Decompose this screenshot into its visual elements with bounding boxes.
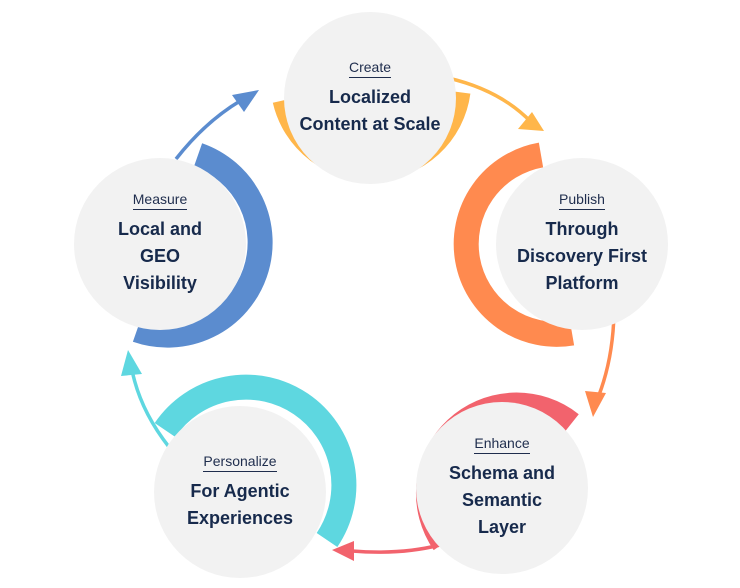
step-label-measure: Measure [132,191,188,210]
step-label-personalize: Personalize [203,453,277,472]
step-title-publish: Through Discovery First Platform [516,219,648,293]
node-enhance: Enhance Schema and Semantic Layer [416,402,588,574]
step-title-personalize: For Agentic Experiences [186,480,294,528]
step-label-enhance: Enhance [474,435,530,454]
step-label-publish: Publish [559,191,605,210]
node-personalize: Personalize For Agentic Experiences [154,406,326,578]
measure-ring [132,143,273,348]
personalize-ring [154,374,357,548]
publish-to-enhance-arrowhead [585,391,606,417]
node-create: Create Localized Content at Scale [284,12,456,184]
create-to-publish-arrow [447,76,533,124]
enhance-to-personalize-arrowhead [332,541,354,561]
step-label-create: Create [348,59,392,78]
measure-to-create-arrow [174,99,241,161]
step-title-enhance: Schema and Semantic Layer [448,463,556,537]
create-to-publish-arrowhead [518,112,544,131]
personalize-to-measure-arrowhead [121,350,142,376]
step-title-create: Localized Content at Scale [299,86,441,134]
node-publish: Publish Through Discovery First Platform [496,158,668,330]
step-title-measure: Local and GEO Visibility [117,219,202,293]
measure-to-create-arrowhead [232,90,259,112]
enhance-to-personalize-arrow [351,543,441,554]
node-measure: Measure Local and GEO Visibility [74,158,246,330]
publish-ring [453,142,575,347]
personalize-to-measure-arrow [130,369,171,449]
